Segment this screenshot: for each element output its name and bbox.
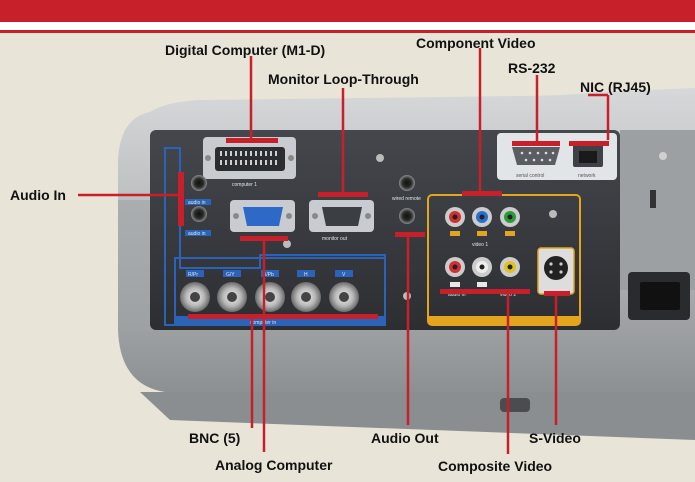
label-component-video: Component Video (416, 35, 536, 51)
dvi-connector: computer 1 (203, 137, 296, 188)
bnc-b-label: B/Pb (263, 272, 274, 278)
bnc-connectors: R/Pr G/Y B/Pb H V (180, 270, 359, 312)
wired-remote-panel-label: wired remote (392, 196, 421, 202)
bnc-h-label: H (304, 272, 308, 278)
monitor-out-panel-label: monitor out (322, 236, 348, 242)
bnc-r-label: R/Pr (188, 272, 198, 278)
bnc-v-label: V (342, 272, 346, 278)
audio-in-2-panel-label: audio in (188, 231, 206, 237)
label-bnc: BNC (5) (189, 430, 241, 446)
label-s-video: S-Video (529, 430, 581, 446)
callout-markers (178, 138, 609, 319)
monitor-out-connector: monitor out (309, 200, 374, 242)
label-audio-out: Audio Out (371, 430, 439, 446)
audio-in-3-panel-label: audio in (448, 292, 466, 298)
label-analog-computer: Analog Computer (215, 457, 333, 473)
control-network-panel: serial control network (497, 133, 617, 180)
video-input-block: video 1 audio in video 2 (427, 194, 581, 326)
serial-control-panel-label: serial control (516, 173, 544, 179)
header-bar (0, 0, 695, 22)
computer-1-panel-label: computer 1 (232, 182, 257, 188)
bnc-g-label: G/Y (226, 272, 235, 278)
label-composite-video: Composite Video (438, 458, 553, 474)
audio-in-1-panel-label: audio in (188, 200, 206, 206)
audio-in-jacks: audio in audio in (185, 175, 211, 237)
header-underline (0, 30, 695, 33)
callout-lines (78, 48, 610, 454)
header-stripe (0, 22, 695, 30)
label-nic: NIC (RJ45) (580, 79, 651, 95)
video-1-panel-label: video 1 (472, 242, 488, 248)
label-rs232: RS-232 (508, 60, 556, 76)
label-digital-computer: Digital Computer (M1-D) (165, 42, 326, 58)
label-monitor-loop-through: Monitor Loop-Through (268, 71, 419, 87)
label-audio-in: Audio In (10, 187, 66, 203)
network-panel-label: network (578, 173, 596, 179)
wired-remote-and-audio-out: wired remote (283, 154, 421, 300)
